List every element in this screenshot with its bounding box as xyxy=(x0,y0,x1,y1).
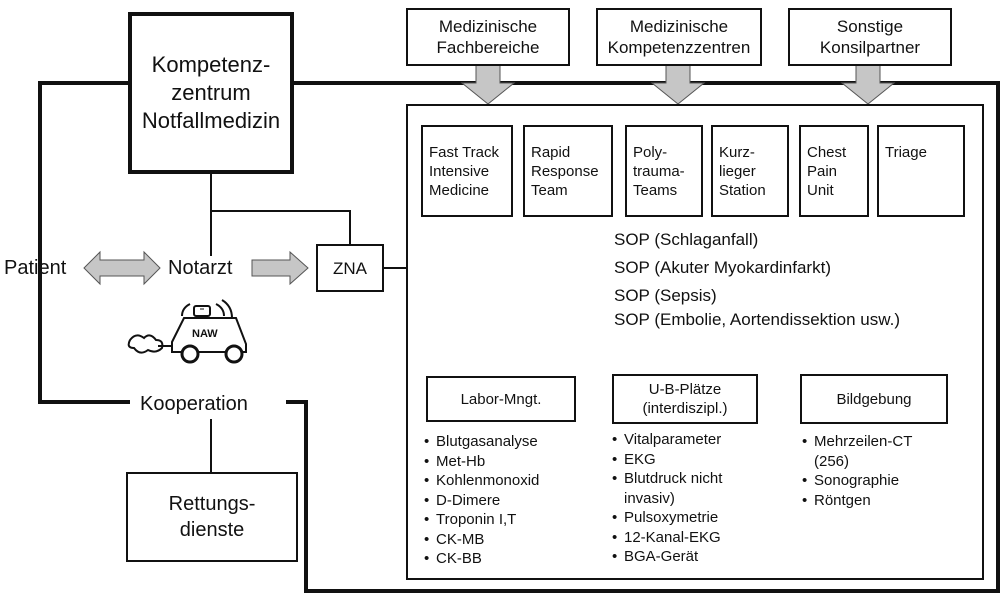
sop-sepsis: SOP (Sepsis) xyxy=(614,286,717,305)
list-item: 12-Kanal-EKG xyxy=(612,528,722,548)
node-patient: Patient xyxy=(4,257,67,279)
ambulance-icon xyxy=(127,299,247,364)
label-polytrauma: Poly- trauma- Teams xyxy=(633,144,685,199)
node-kooperation: Kooperation xyxy=(136,391,252,417)
box-bildgebung: Bildgebung xyxy=(800,374,948,424)
unit-polytrauma: Poly- trauma- Teams xyxy=(625,125,703,217)
list-item: D-Dimere xyxy=(424,491,539,511)
label-rapid-response: Rapid Response Team xyxy=(531,144,599,199)
node-zna: ZNA xyxy=(316,244,384,292)
unit-rapid-response: Rapid Response Team xyxy=(523,125,613,217)
sop-myokardinfarkt: SOP (Akuter Myokardinfarkt) xyxy=(614,258,831,277)
label-labor-mngt: Labor-Mngt. xyxy=(460,390,542,408)
sop-embolie: SOP (Embolie, Aortendissektion usw.) xyxy=(614,310,900,329)
list-item: Blutdruck nicht invasiv) xyxy=(612,469,722,508)
list-item: EKG xyxy=(612,450,722,470)
label-triage: Triage xyxy=(885,144,927,161)
list-item: Troponin I,T xyxy=(424,510,539,530)
label-medizinische-fachbereiche: Medizinische Fachbereiche xyxy=(436,17,540,57)
label-kompetenzzentrum: Kompetenz- zentrum Notfallmedizin xyxy=(141,52,281,133)
line-center-to-kooperation xyxy=(38,81,130,404)
box-rettungsdienste: Rettungs- dienste xyxy=(126,472,298,562)
list-item: Vitalparameter xyxy=(612,430,722,450)
unit-fast-track: Fast Track Intensive Medicine xyxy=(421,125,513,217)
label-bildgebung: Bildgebung xyxy=(836,390,912,408)
list-item: Röntgen xyxy=(802,491,912,511)
double-arrow-patient-notarzt xyxy=(83,250,161,286)
label-chest-pain: Chest Pain Unit xyxy=(807,144,847,199)
label-fast-track: Fast Track Intensive Medicine xyxy=(429,144,500,199)
list-item: BGA-Gerät xyxy=(612,547,722,567)
list-bildgebung: Mehrzeilen-CT (256) Sonographie Röntgen xyxy=(802,432,912,510)
unit-triage: Triage xyxy=(877,125,965,217)
list-ub: Vitalparameter EKG Blutdruck nicht invas… xyxy=(612,430,722,567)
arrow-fachbereiche xyxy=(460,63,516,105)
box-ub-plaetze: U-B-Plätze (interdiszipl.) xyxy=(612,374,758,424)
box-medizinische-kompetenzzentren: Medizinische Kompetenzzentren xyxy=(596,8,762,66)
list-item: Kohlenmonoxid xyxy=(424,471,539,491)
unit-kurzlieger: Kurz- lieger Station xyxy=(711,125,789,217)
list-item: Sonographie xyxy=(802,471,912,491)
list-item: Mehrzeilen-CT (256) xyxy=(802,432,912,471)
list-item: Met-Hb xyxy=(424,452,539,472)
line-center-to-zna xyxy=(210,172,351,245)
arrow-kompetenzzentren xyxy=(650,63,706,105)
list-item: CK-MB xyxy=(424,530,539,550)
ambulance-label: NAW xyxy=(192,328,218,340)
unit-chest-pain: Chest Pain Unit xyxy=(799,125,869,217)
sop-schlaganfall: SOP (Schlaganfall) xyxy=(614,230,759,249)
label-medizinische-kompetenzzentren: Medizinische Kompetenzzentren xyxy=(607,17,751,57)
label-kurzlieger: Kurz- lieger Station xyxy=(719,144,766,199)
box-kompetenzzentrum-notfallmedizin: Kompetenz- zentrum Notfallmedizin xyxy=(128,12,294,174)
arrow-konsilpartner xyxy=(840,63,896,105)
list-item: Blutgasanalyse xyxy=(424,432,539,452)
box-labor-mngt: Labor-Mngt. xyxy=(426,376,576,422)
box-sonstige-konsilpartner: Sonstige Konsilpartner xyxy=(788,8,952,66)
label-rettungsdienste: Rettungs- dienste xyxy=(168,493,256,541)
node-notarzt: Notarzt xyxy=(168,257,233,279)
arrow-notarzt-zna xyxy=(251,250,309,286)
label-sonstige-konsilpartner: Sonstige Konsilpartner xyxy=(819,17,921,57)
list-item: CK-BB xyxy=(424,549,539,569)
list-item: Pulsoxymetrie xyxy=(612,508,722,528)
list-labor: Blutgasanalyse Met-Hb Kohlenmonoxid D-Di… xyxy=(424,432,539,569)
box-medizinische-fachbereiche: Medizinische Fachbereiche xyxy=(406,8,570,66)
label-zna: ZNA xyxy=(333,258,367,278)
label-ub-plaetze: U-B-Plätze (interdiszipl.) xyxy=(642,381,728,417)
